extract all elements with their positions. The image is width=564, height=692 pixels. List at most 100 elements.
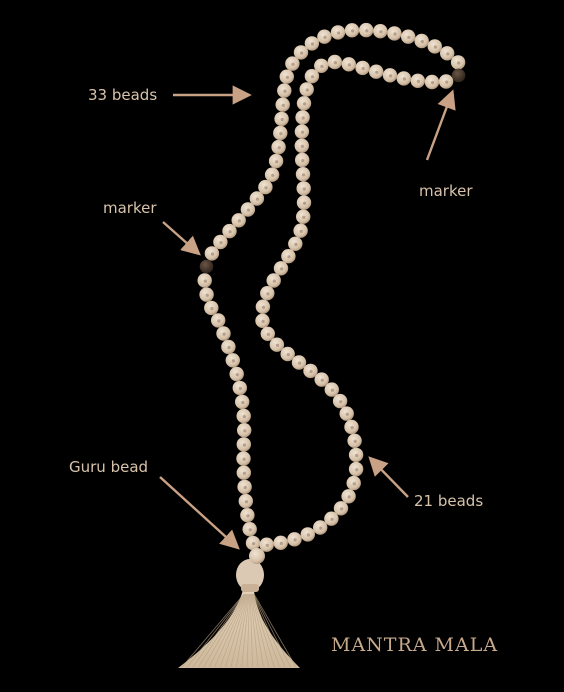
bead [294, 138, 309, 153]
bead [346, 475, 361, 491]
guru-bead [249, 548, 265, 564]
tassel-binding [241, 584, 259, 592]
bead [355, 60, 370, 76]
bead [229, 366, 244, 382]
bead [348, 461, 364, 477]
bead [225, 353, 240, 368]
bead [236, 451, 251, 466]
bead [260, 286, 275, 301]
bead [199, 287, 214, 302]
label-21-beads: 21 beads [414, 492, 484, 510]
bead [440, 46, 455, 61]
label-33-beads: 33 beads [88, 86, 158, 104]
bead [240, 508, 255, 523]
bead [341, 57, 356, 72]
bead [232, 380, 247, 396]
bead [237, 479, 252, 495]
bead [197, 273, 212, 288]
bead [295, 110, 310, 125]
bead [410, 73, 425, 89]
bead [324, 511, 339, 526]
bead [249, 191, 265, 206]
bead [296, 209, 311, 224]
bead [348, 447, 364, 463]
bead [222, 223, 237, 239]
marker-bead [451, 68, 466, 83]
bead [314, 372, 329, 387]
label-marker-right: marker [419, 182, 473, 200]
page-title: MANTRA MALA [331, 634, 499, 656]
bead [204, 246, 220, 261]
bead [396, 71, 411, 86]
bead [359, 22, 374, 38]
bead [327, 54, 342, 70]
bead [231, 213, 246, 228]
arrow-21-beads [368, 456, 409, 498]
bead [255, 299, 271, 314]
bead [245, 535, 261, 551]
bead [235, 394, 250, 410]
bead [269, 337, 285, 352]
bead [287, 532, 302, 547]
bead [273, 125, 288, 141]
arrow-marker-right [425, 89, 456, 161]
bead [279, 69, 294, 84]
tassel-cap [236, 559, 264, 591]
bead [264, 167, 280, 182]
bead [273, 535, 288, 550]
bead [277, 83, 292, 98]
bead [216, 326, 231, 341]
bead [242, 522, 257, 537]
bead [259, 537, 274, 552]
bead [260, 326, 275, 341]
bead [266, 273, 281, 288]
bead [296, 96, 312, 111]
bead [324, 382, 339, 397]
bead [344, 419, 359, 435]
bead [273, 261, 289, 276]
bead [387, 26, 402, 41]
bead [258, 179, 273, 195]
bead [221, 339, 236, 355]
bead [401, 29, 416, 44]
bead [204, 300, 219, 316]
bead [333, 501, 349, 516]
bead [330, 25, 346, 40]
bead [255, 313, 270, 328]
bead [236, 408, 251, 424]
arrow-marker-left [162, 221, 201, 256]
bead [304, 69, 320, 84]
bead [450, 55, 466, 70]
bead [285, 56, 300, 71]
bead [236, 465, 251, 480]
bead [347, 433, 362, 448]
annotation-arrows [159, 85, 456, 550]
bead [313, 520, 328, 535]
bead [295, 152, 310, 168]
bead [299, 82, 314, 97]
label-marker-left: marker [103, 199, 157, 217]
bead [238, 493, 253, 509]
bead [300, 527, 315, 542]
bead [314, 58, 329, 73]
bead [291, 355, 307, 370]
bead [213, 234, 228, 250]
tassel [178, 559, 300, 668]
bead [303, 363, 318, 379]
beads-layer [197, 22, 466, 552]
bead [382, 68, 398, 83]
bead [424, 74, 440, 90]
bead [339, 406, 354, 421]
bead [438, 74, 454, 89]
arrow-guru-bead [159, 476, 240, 550]
bead [275, 97, 290, 112]
bead [271, 139, 286, 155]
bead [294, 124, 310, 139]
bead [373, 24, 388, 39]
marker-bead [199, 259, 214, 274]
bead [274, 111, 289, 127]
bead [293, 223, 308, 238]
bead [304, 36, 320, 51]
